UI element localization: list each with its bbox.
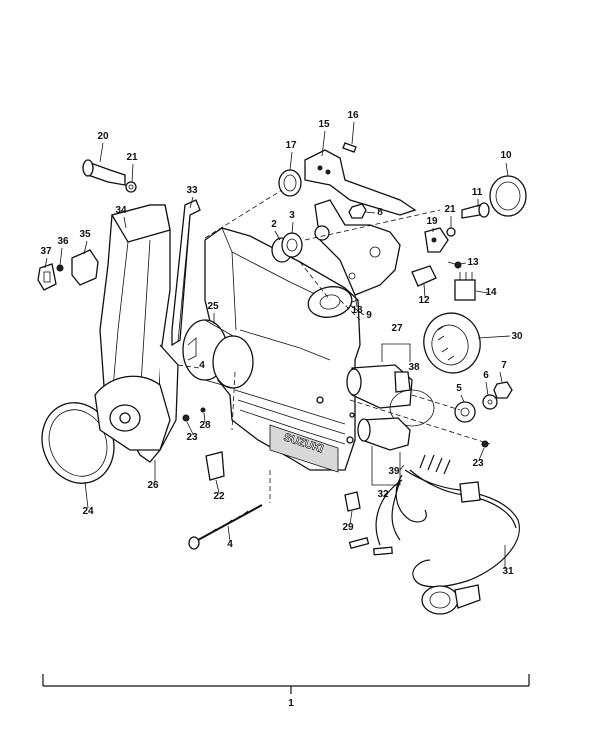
key-switch <box>346 364 435 427</box>
callout-c4b: 4 <box>227 539 233 550</box>
callout-c36: 36 <box>57 236 69 247</box>
trim-switch <box>37 249 99 291</box>
callout-c23a: 23 <box>186 432 198 443</box>
callout-c2: 2 <box>271 219 277 230</box>
assembly-lines <box>177 189 491 503</box>
callout-c5: 5 <box>456 383 462 394</box>
neutral-lock-lever <box>171 199 201 347</box>
neutral-switch <box>454 272 476 301</box>
callout-c10: 10 <box>500 150 512 161</box>
callout-c16: 16 <box>347 110 359 121</box>
grip-knob <box>82 159 137 193</box>
warning-buzzer <box>423 312 481 374</box>
wire-harness <box>348 454 520 615</box>
callout-c19: 19 <box>426 216 438 227</box>
throttle-cam <box>182 319 254 389</box>
cable-clip <box>411 265 437 287</box>
mount-bracket <box>424 227 449 253</box>
bracket-arm <box>278 142 417 216</box>
callout-c30: 30 <box>511 331 523 342</box>
callout-c15: 15 <box>318 119 330 130</box>
callout-c14: 14 <box>485 287 497 298</box>
callout-c31: 31 <box>502 566 514 577</box>
bushings <box>271 232 303 263</box>
harness-connector <box>421 584 481 615</box>
screws <box>182 407 489 448</box>
screw <box>461 202 490 219</box>
callout-c23b: 23 <box>472 458 484 469</box>
callout-c26: 26 <box>147 480 159 491</box>
callout-c21b: 21 <box>444 204 456 215</box>
callout-c24: 24 <box>82 506 94 517</box>
callout-c17: 17 <box>285 140 297 151</box>
assembly-bracket <box>42 674 530 694</box>
callout-c8: 8 <box>377 207 383 218</box>
callout-c33: 33 <box>186 185 198 196</box>
callout-c4a: 4 <box>199 360 205 371</box>
shift-lever-plate <box>307 199 401 318</box>
handle-base <box>94 375 171 451</box>
callout-c34: 34 <box>115 205 127 216</box>
callout-c6: 6 <box>483 370 489 381</box>
callout-c27: 27 <box>391 323 403 334</box>
callout-c9: 9 <box>366 310 372 321</box>
callout-c12: 12 <box>418 295 430 306</box>
washer <box>446 227 456 237</box>
callout-c3: 3 <box>289 210 295 221</box>
callout-c32: 32 <box>377 489 389 500</box>
callout-c7: 7 <box>501 360 507 371</box>
callout-c37: 37 <box>40 246 52 257</box>
callout-c22: 22 <box>213 491 225 502</box>
callout-c38: 38 <box>408 362 420 373</box>
callout-c28: 28 <box>199 420 211 431</box>
callout-c11: 11 <box>472 187 483 198</box>
callout-c1: 1 <box>288 698 294 709</box>
callout-c29: 29 <box>342 522 354 533</box>
wire-clip <box>344 491 361 512</box>
wire-bracket <box>205 451 225 481</box>
callout-c13: 13 <box>467 257 479 268</box>
long-bolt <box>188 504 263 550</box>
callout-c20: 20 <box>97 131 109 142</box>
callout-c35: 35 <box>79 229 91 240</box>
nut <box>348 203 367 219</box>
leader-lines <box>44 121 511 569</box>
callout-c25: 25 <box>207 301 219 312</box>
callout-c18: 18 <box>351 305 363 316</box>
callout-c21a: 21 <box>126 152 138 163</box>
callout-c39: 39 <box>388 466 400 477</box>
small-screw <box>447 261 462 269</box>
ignition-cylinder <box>357 417 411 451</box>
friction-ring <box>489 175 527 217</box>
washer-stack <box>454 381 513 423</box>
